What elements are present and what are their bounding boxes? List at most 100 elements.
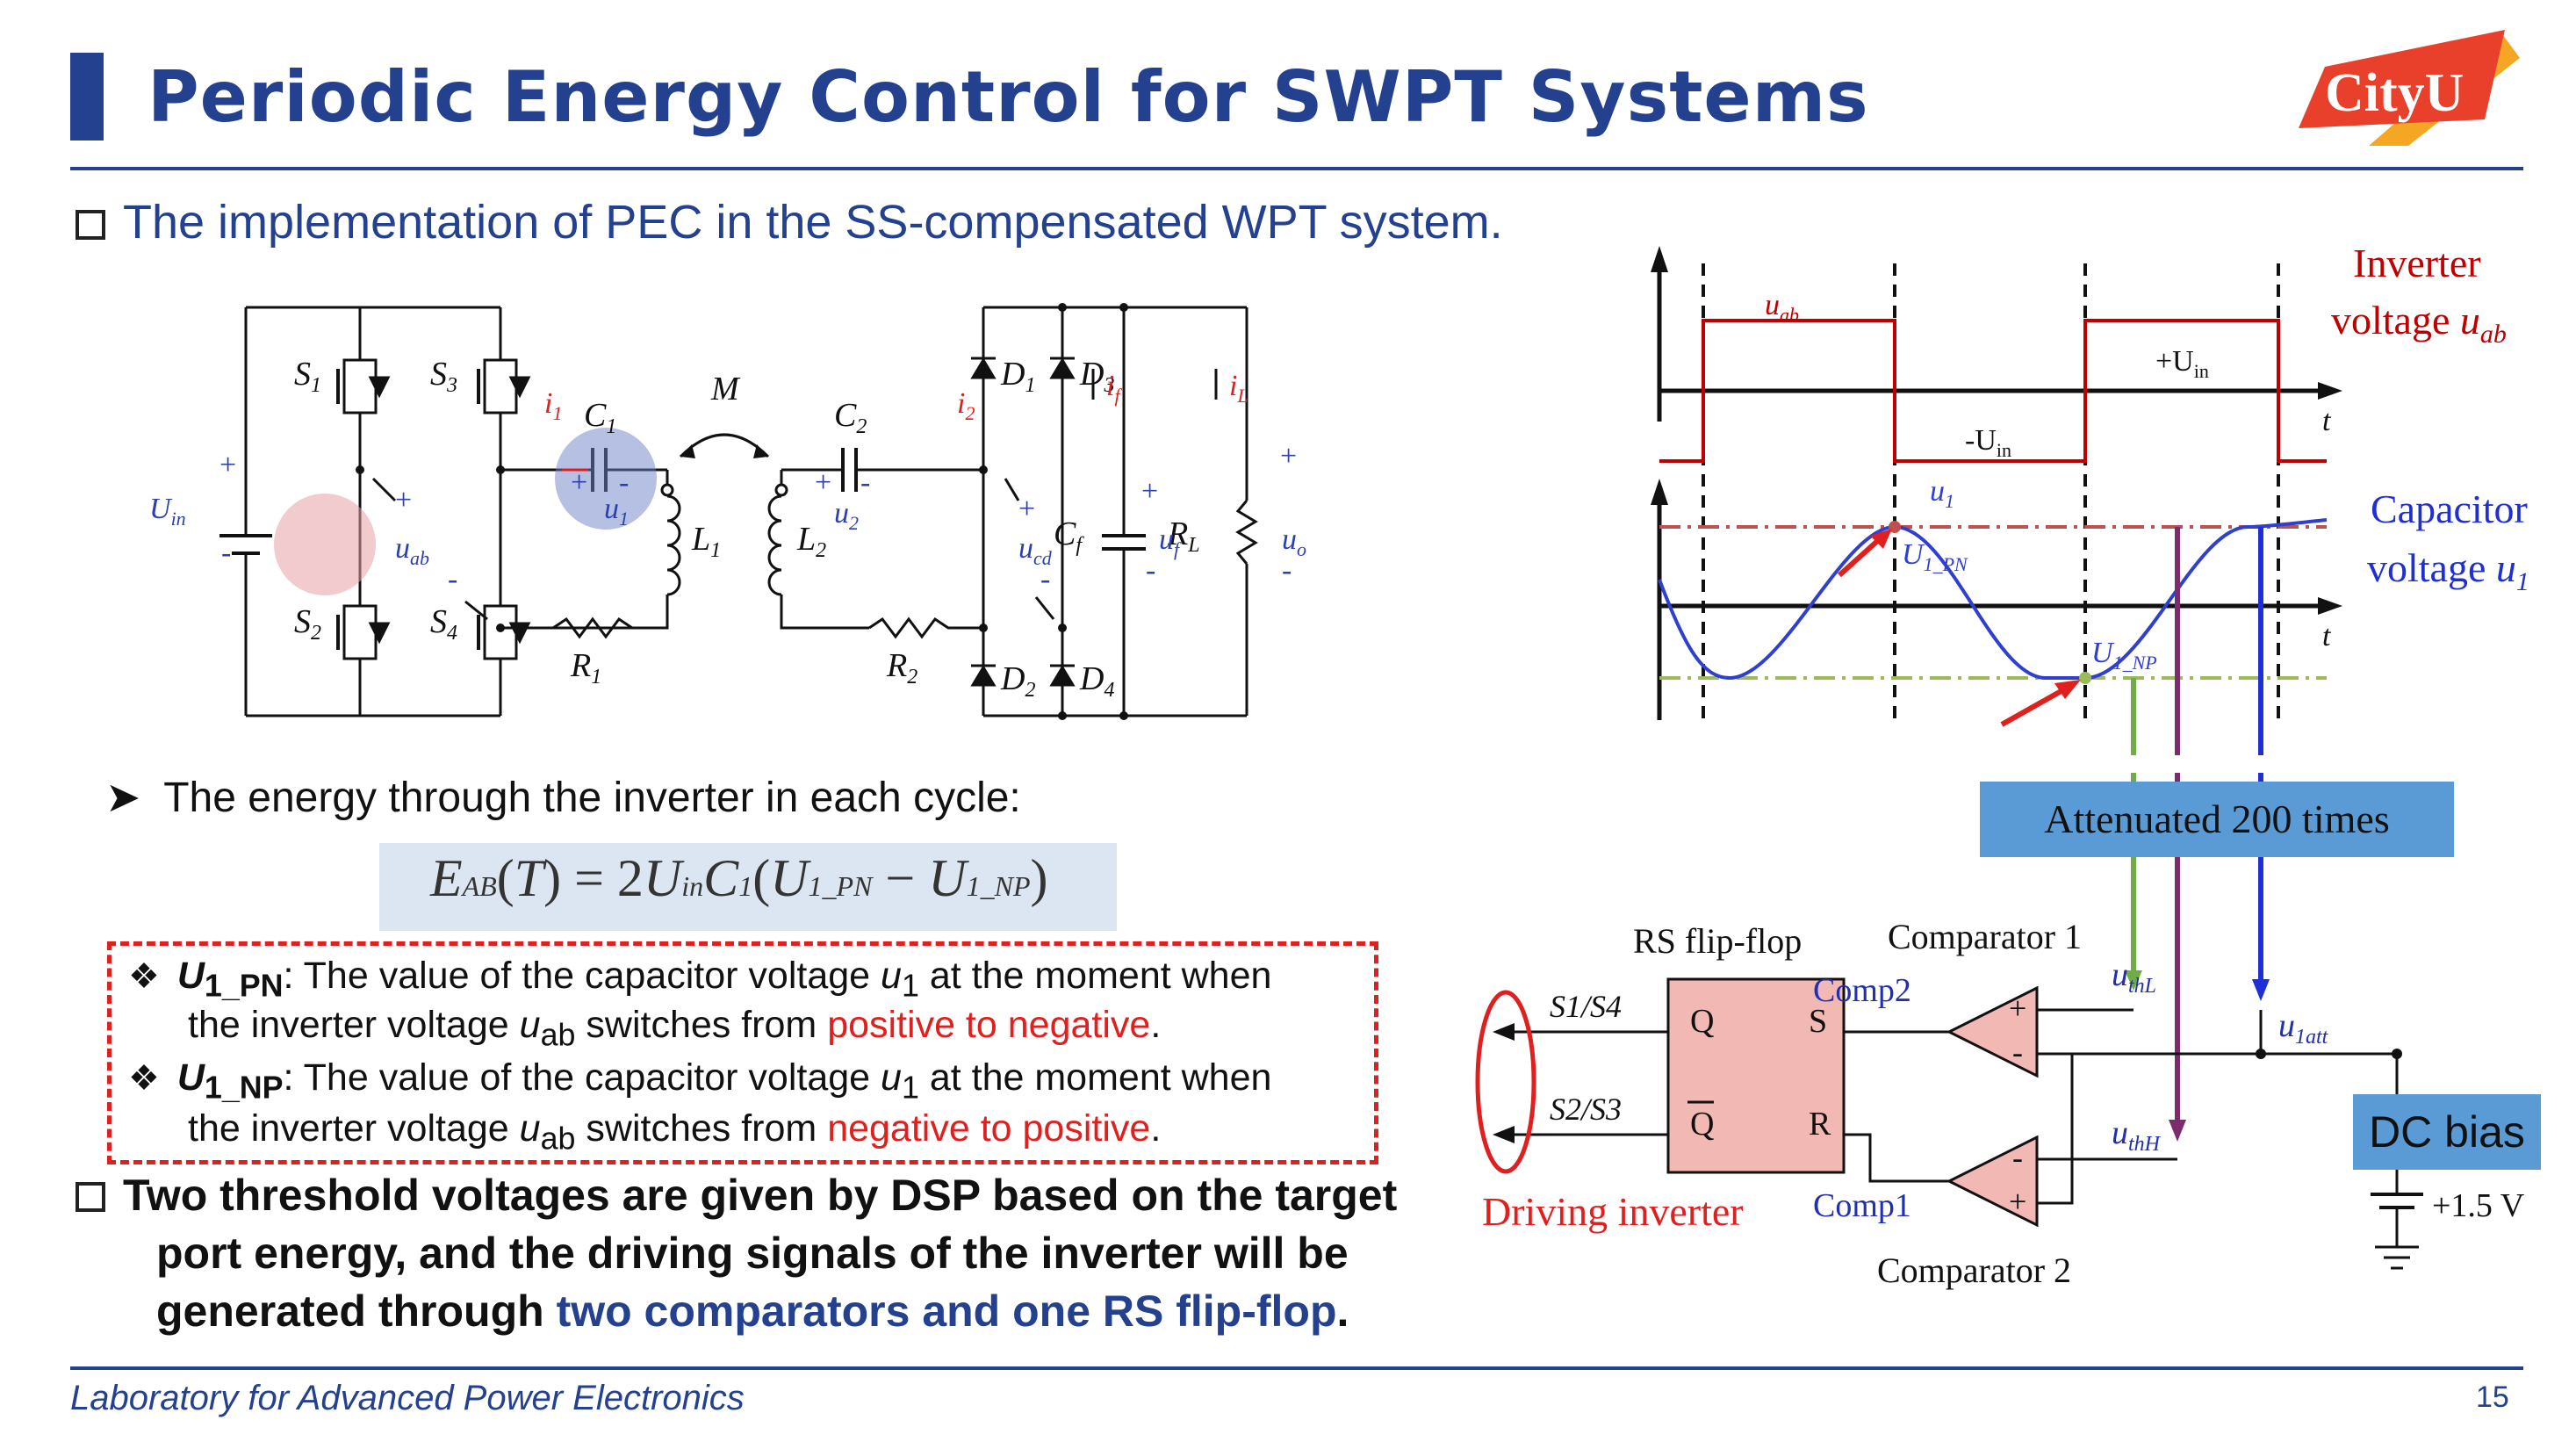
svg-text:Comp1: Comp1 [1813, 1187, 1911, 1224]
svg-text:uthL: uthL [2112, 956, 2156, 998]
svg-text:+: + [2009, 1184, 2026, 1219]
svg-text:Q: Q [1690, 1003, 1714, 1040]
energy-bullet: ➤The energy through the inverter in each… [105, 775, 1021, 821]
svg-text:R2: R2 [886, 647, 917, 688]
svg-text:-: - [2012, 1034, 2023, 1070]
comparator-2 [1946, 1135, 2039, 1228]
svg-text:Cf: Cf [1054, 515, 1084, 557]
svg-text:S1: S1 [294, 356, 321, 397]
svg-text:Comparator 2: Comparator 2 [1877, 1251, 2071, 1290]
svg-text:uab: uab [395, 532, 429, 569]
threshold-paragraph: Two threshold voltages are given by DSP … [76, 1166, 1397, 1340]
switch-s4 [477, 604, 531, 660]
definition-u1np: ❖U1_NP: The value of the capacitor volta… [128, 1056, 1272, 1106]
svg-text:u1att: u1att [2278, 1007, 2329, 1049]
svg-text:-: - [860, 466, 870, 499]
cityu-logo: CityU [2299, 30, 2520, 146]
definition-u1pn: ❖U1_PN: The value of the capacitor volta… [128, 955, 1272, 1004]
svg-text:Uin: Uin [149, 493, 186, 530]
svg-text:Q: Q [1690, 1106, 1714, 1143]
footer-divider [70, 1366, 2523, 1370]
equation-background [379, 843, 1117, 931]
svg-text:+: + [2009, 991, 2026, 1026]
svg-text:-: - [448, 563, 457, 595]
svg-text:Inverter: Inverter [2353, 246, 2481, 285]
svg-text:-: - [1282, 554, 1292, 587]
definition-u1np-cont: the inverter voltage uab switches from n… [188, 1107, 1162, 1157]
svg-text:S1/S4: S1/S4 [1550, 989, 1622, 1024]
waveform-diagram: uab +Uin -Uin t t u1 U1_PN U1_NP Inverte… [1651, 246, 2529, 755]
svg-text:u1: u1 [1930, 475, 1954, 512]
svg-text:-: - [1040, 563, 1050, 595]
dc-bias-label: DC bias [2353, 1094, 2541, 1170]
switch-s2 [336, 604, 391, 660]
svg-text:uo: uo [1282, 523, 1306, 560]
svg-text:u1: u1 [604, 493, 629, 530]
svg-text:+Uin: +Uin [2155, 345, 2209, 382]
inverter-voltage-wave [1659, 319, 2327, 463]
svg-text:+: + [1018, 493, 1035, 525]
svg-text:D4: D4 [1079, 660, 1114, 702]
svg-text:+1.5 V: +1.5 V [2432, 1187, 2525, 1224]
diode-d2 [970, 665, 997, 687]
checkbox-bullet-icon [76, 1182, 105, 1212]
uab-highlight [274, 494, 376, 595]
arrow-bullet-icon: ➤ [105, 775, 141, 821]
logo-text: CityU [2325, 63, 2464, 123]
svg-text:Comparator 1: Comparator 1 [1888, 917, 2082, 956]
diamond-bullet-icon: ❖ [128, 1059, 160, 1098]
svg-text:-: - [619, 466, 629, 499]
svg-text:t: t [2322, 405, 2332, 437]
svg-text:RL: RL [1167, 515, 1200, 557]
diode-d4 [1049, 665, 1076, 687]
svg-text:S2/S3: S2/S3 [1550, 1092, 1622, 1127]
energy-equation: EAB(T) = 2UinC1(U1_PN − U1_NP) [430, 849, 1048, 907]
svg-text:S4: S4 [430, 603, 457, 645]
svg-text:L1: L1 [691, 521, 721, 562]
attenuated-label-box [1980, 782, 2454, 857]
definitions-box [107, 941, 1378, 1164]
svg-text:Capacitor: Capacitor [2371, 487, 2528, 531]
svg-text:S: S [1809, 1003, 1827, 1040]
svg-text:S3: S3 [430, 356, 457, 397]
svg-text:U1_NP: U1_NP [2091, 637, 2157, 674]
svg-text:if: if [1106, 370, 1122, 407]
svg-text:-Uin: -Uin [1965, 424, 2011, 461]
svg-text:uf: uf [1159, 523, 1182, 560]
comparator-1 [1946, 985, 2039, 1078]
svg-text:+: + [395, 484, 412, 516]
rs-flipflop-block [1666, 977, 1846, 1174]
u1-highlight [555, 428, 657, 530]
svg-text:R: R [1809, 1106, 1831, 1143]
title-divider [70, 167, 2523, 170]
svg-text:+: + [1141, 475, 1158, 508]
switch-s1 [336, 358, 391, 415]
svg-text:C1: C1 [584, 397, 616, 438]
svg-text:M: M [710, 371, 741, 407]
svg-text:u2: u2 [834, 497, 859, 534]
svg-text:C2: C2 [834, 397, 867, 438]
switch-s3 [477, 358, 531, 415]
svg-text:D1: D1 [1000, 356, 1035, 397]
svg-text:-: - [2012, 1140, 2023, 1175]
svg-text:uab: uab [1765, 289, 1799, 326]
svg-text:Comp2: Comp2 [1813, 972, 1911, 1009]
svg-text:uthH: uthH [2112, 1114, 2162, 1156]
diode-d1 [970, 357, 997, 379]
svg-text:t: t [2322, 620, 2332, 652]
svg-text:L2: L2 [796, 521, 826, 562]
svg-text:i2: i2 [957, 387, 975, 424]
footer-lab-name: Laboratory for Advanced Power Electronic… [70, 1379, 745, 1417]
slide-title: Periodic Energy Control for SWPT Systems [148, 56, 1869, 138]
page-number: 15 [2476, 1381, 2509, 1414]
control-circuit-diagram: Attenuated 200 times Q Q S R RS flip-flo… [1475, 773, 2525, 1290]
diode-d3 [1049, 357, 1076, 379]
capacitor-voltage-wave [1658, 518, 2328, 681]
title-accent-bar [70, 53, 104, 141]
subtitle: The implementation of PEC in the SS-comp… [76, 195, 1503, 249]
svg-text:U1_PN: U1_PN [1902, 538, 1968, 575]
definition-u1pn-cont: the inverter voltage uab switches from p… [188, 1004, 1162, 1053]
svg-text:D3: D3 [1079, 356, 1114, 397]
logo-red-shape [2299, 30, 2505, 128]
svg-text:+: + [571, 466, 587, 499]
